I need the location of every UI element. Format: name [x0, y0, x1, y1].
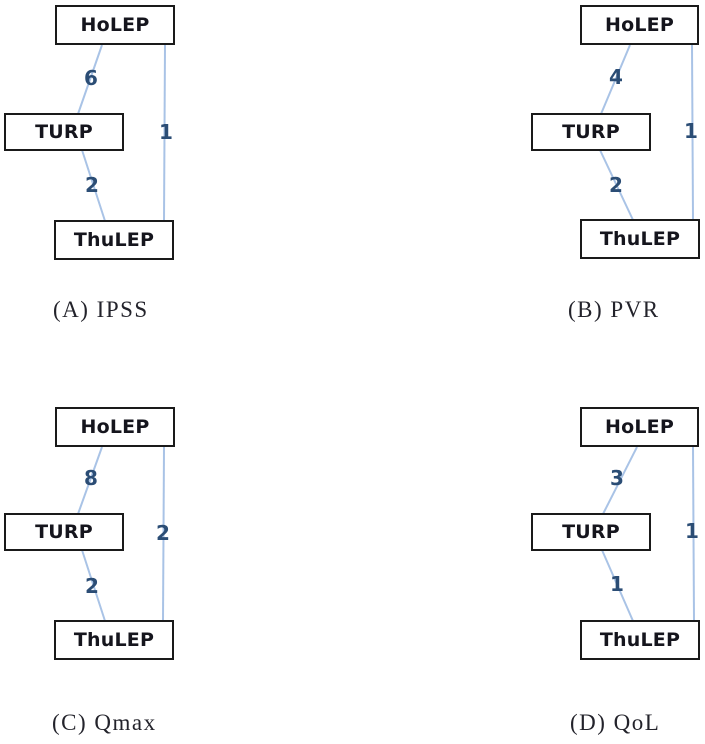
edge-line-holep-thulep: [162, 446, 165, 622]
edge-count-label: 2: [85, 574, 99, 598]
edge-count-label: 1: [610, 572, 624, 596]
edge-count-label: 8: [84, 466, 98, 490]
edge-line-turp-thulep: [81, 549, 106, 622]
edge-count-label: 2: [609, 173, 623, 197]
edge-count-label: 1: [685, 519, 699, 543]
edge-count-label: 2: [156, 521, 170, 545]
edge-line-holep-thulep: [163, 44, 166, 222]
edge-line-holep-thulep: [692, 446, 695, 622]
edge-line-holep-turp: [602, 446, 638, 515]
edge-line-holep-turp: [77, 446, 103, 515]
edge-count-label: 2: [85, 173, 99, 197]
edge-count-label: 1: [159, 120, 173, 144]
edge-line-holep-thulep: [691, 44, 694, 221]
edge-line-turp-thulep: [81, 149, 106, 222]
edge-line-holep-turp: [600, 44, 631, 115]
edge-line-turp-thulep: [599, 149, 634, 221]
edge-count-label: 6: [84, 66, 98, 90]
edge-count-label: 4: [609, 65, 623, 89]
edge-line-turp-thulep: [601, 549, 634, 622]
edge-count-label: 3: [610, 466, 624, 490]
edge-line-holep-turp: [77, 44, 103, 115]
edge-count-label: 1: [684, 119, 698, 143]
